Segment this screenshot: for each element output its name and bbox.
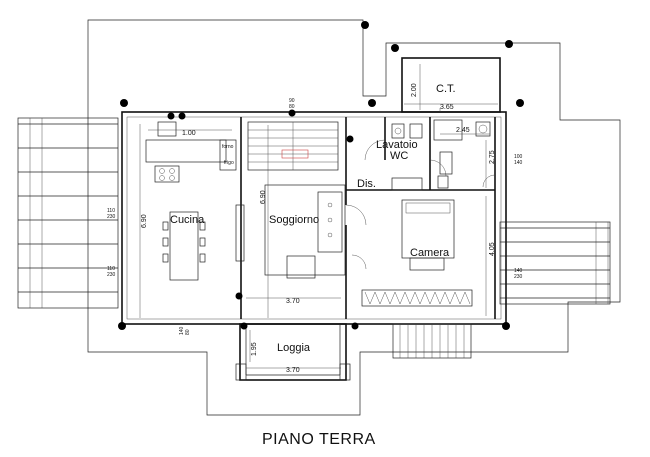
left-pergola bbox=[17, 117, 119, 309]
right-pergola bbox=[499, 221, 611, 305]
loggia bbox=[235, 323, 351, 381]
window-right-bottom-den: 230 bbox=[514, 274, 523, 280]
ct-room-walls bbox=[401, 57, 501, 113]
eave-outline bbox=[87, 19, 621, 416]
dim-loggia-width: 3.70 bbox=[286, 367, 300, 374]
window-left-top-den: 230 bbox=[107, 214, 116, 220]
kitchen-counter bbox=[145, 121, 237, 183]
bed bbox=[401, 199, 455, 271]
room-label-soggiorno: Soggiorno bbox=[269, 214, 319, 226]
room-label-lavatoio: Lavatoio bbox=[376, 139, 418, 151]
room-label-dis: Dis. bbox=[357, 178, 376, 190]
exterior-steps bbox=[392, 323, 472, 359]
dim-camera-height: 4.05 bbox=[489, 242, 496, 256]
window-top-num: 90 bbox=[289, 98, 295, 104]
window-left-bottom-num: 110 bbox=[107, 266, 115, 272]
living-furniture bbox=[264, 184, 346, 279]
room-label-wc: WC bbox=[390, 150, 408, 162]
columns bbox=[118, 21, 524, 330]
dim-ct-height: 2.00 bbox=[411, 83, 418, 97]
stairs bbox=[247, 121, 339, 171]
window-left-bottom-den: 230 bbox=[107, 272, 116, 278]
wardrobe bbox=[361, 289, 473, 307]
plan-title: PIANO TERRA bbox=[262, 431, 376, 448]
dim-loggia-height: 1.95 bbox=[251, 342, 258, 356]
window-right-top-den: 140 bbox=[514, 160, 523, 166]
dim-wc-height: 2.75 bbox=[489, 150, 496, 164]
room-label-cucina: Cucina bbox=[170, 214, 205, 226]
dim-kitchen-height: 6.90 bbox=[141, 214, 148, 228]
dim-wc-width: 2.45 bbox=[456, 127, 470, 134]
dimension-lines bbox=[139, 64, 498, 369]
dim-ct-width: 3.65 bbox=[440, 104, 454, 111]
appliance-label-frigo: frigo bbox=[224, 160, 234, 166]
dim-soggiorno-width: 3.70 bbox=[286, 298, 300, 305]
window-bottom-num: 140 bbox=[179, 326, 185, 335]
dining-table bbox=[162, 211, 206, 281]
bathroom-fixtures bbox=[391, 119, 491, 191]
room-label-ct: C.T. bbox=[436, 83, 456, 95]
dim-kitchen-top: 1.00 bbox=[182, 130, 196, 137]
room-label-camera: Camera bbox=[410, 247, 450, 259]
dim-soggiorno-height: 6.90 bbox=[260, 190, 267, 204]
window-right-top-num: 100 bbox=[514, 154, 523, 160]
room-label-loggia: Loggia bbox=[277, 342, 311, 354]
window-bottom-den: 80 bbox=[185, 329, 191, 335]
window-left-top-num: 110 bbox=[107, 208, 115, 214]
appliance-label-forno: forno bbox=[222, 144, 234, 150]
window-right-bottom-num: 140 bbox=[514, 268, 523, 274]
window-top-den: 80 bbox=[289, 104, 295, 110]
